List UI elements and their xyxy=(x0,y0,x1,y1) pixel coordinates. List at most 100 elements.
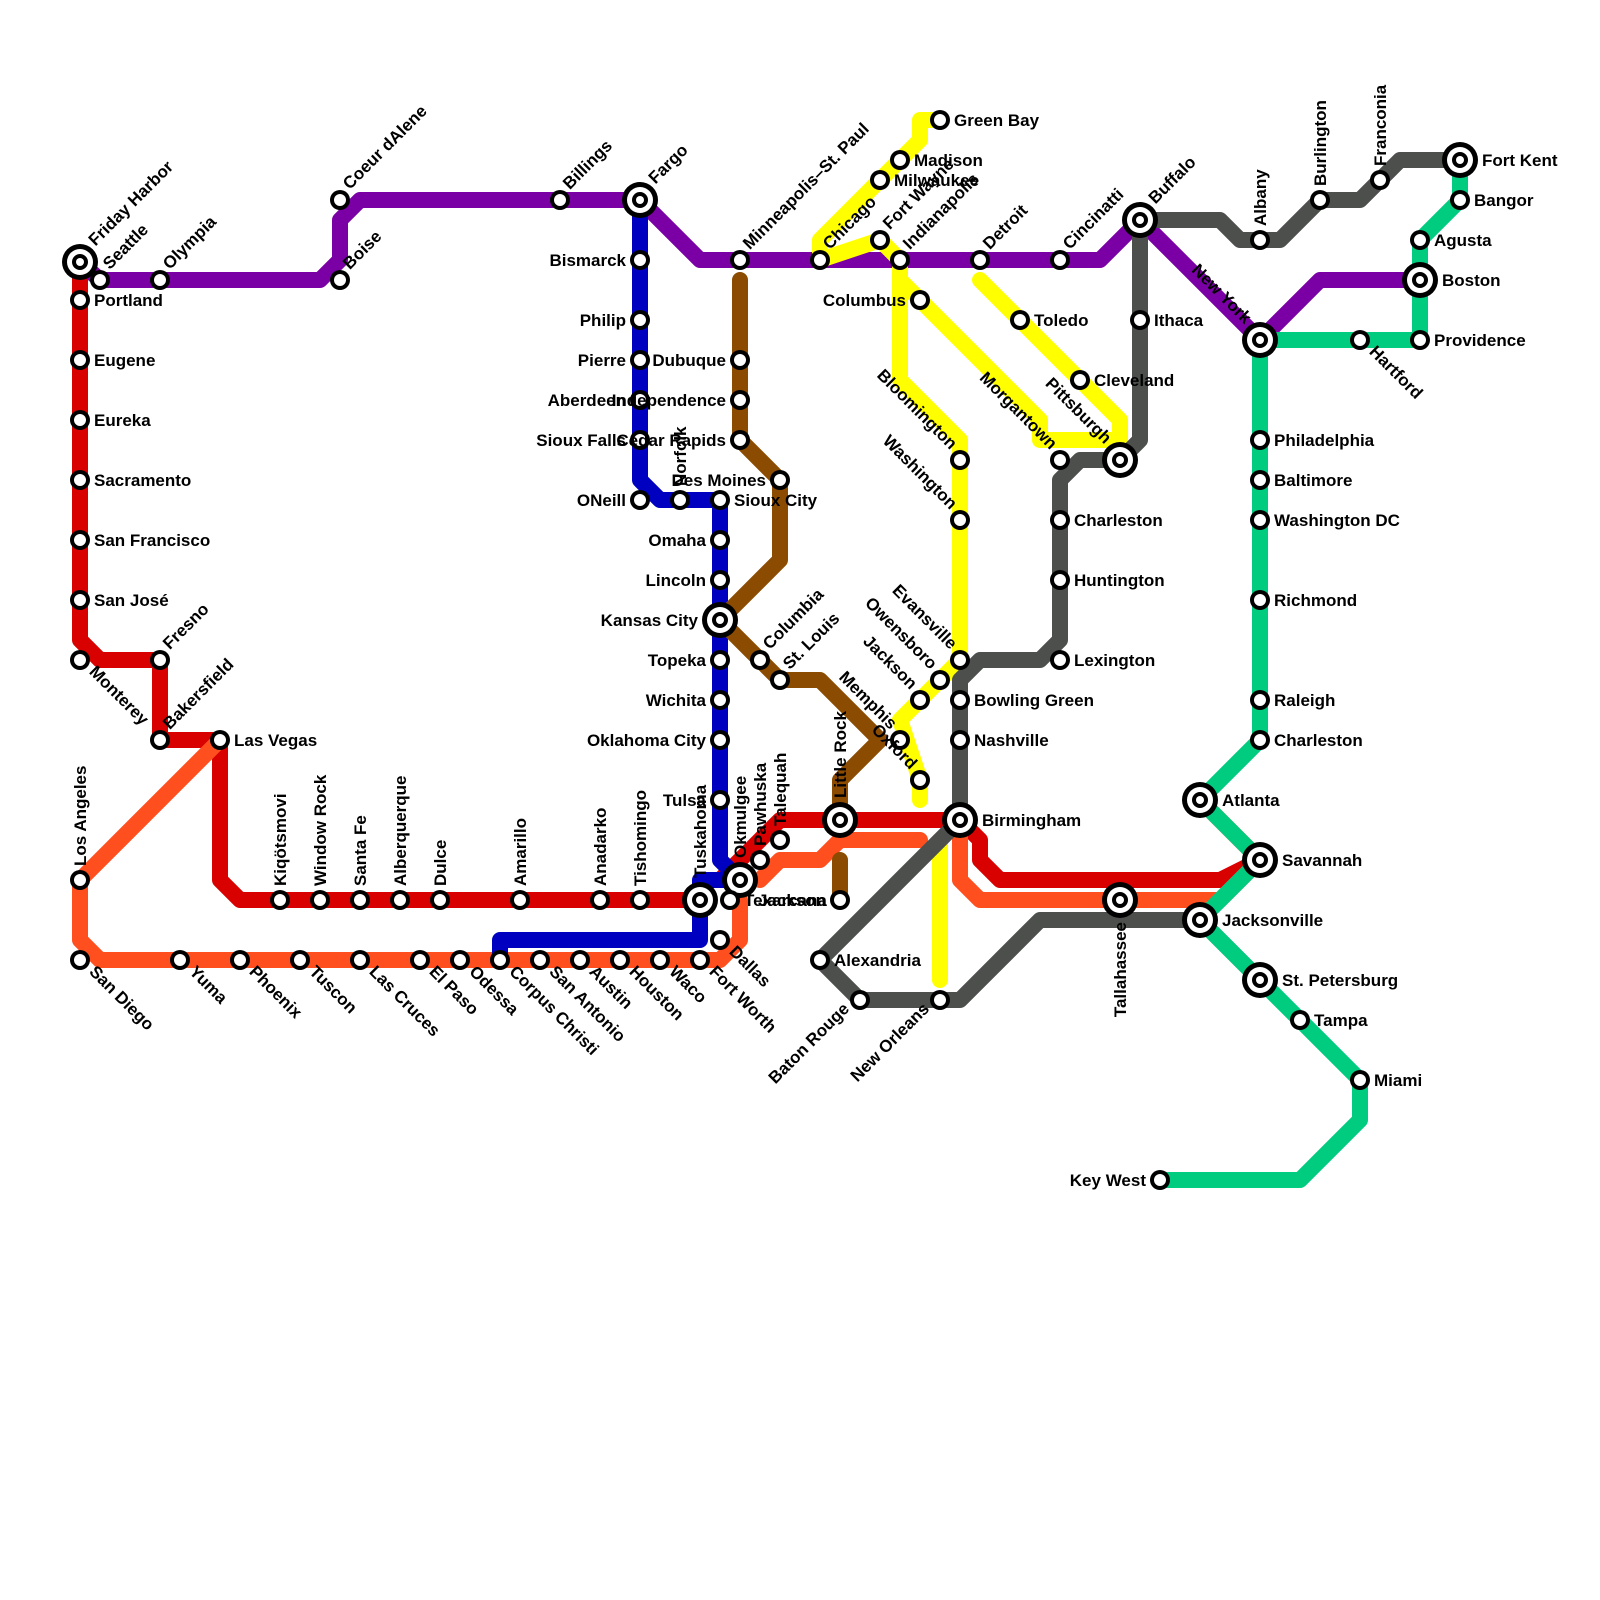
station-wichita[interactable] xyxy=(710,690,730,710)
station-oklahoma-city[interactable] xyxy=(710,730,730,750)
station-pierre[interactable] xyxy=(630,350,650,370)
station-evansville[interactable] xyxy=(950,650,970,670)
station-providence[interactable] xyxy=(1410,330,1430,350)
station-boston[interactable] xyxy=(1402,262,1438,298)
station-tishomingo[interactable] xyxy=(630,890,650,910)
station-oneill[interactable] xyxy=(630,490,650,510)
station-columbus[interactable] xyxy=(910,290,930,310)
station-bloomington[interactable] xyxy=(950,450,970,470)
station-alberquerque[interactable] xyxy=(390,890,410,910)
station-philadelphia[interactable] xyxy=(1250,430,1270,450)
station-boise[interactable] xyxy=(330,270,350,290)
station-tulsa[interactable] xyxy=(710,790,730,810)
station-coeur-dalene[interactable] xyxy=(330,190,350,210)
station-little-rock[interactable] xyxy=(822,802,858,838)
station-austin[interactable] xyxy=(570,950,590,970)
station-dulce[interactable] xyxy=(430,890,450,910)
station-sacramento[interactable] xyxy=(70,470,90,490)
station-fort-kent[interactable] xyxy=(1442,142,1478,178)
station-pawhuska[interactable] xyxy=(750,850,770,870)
station-san-diego[interactable] xyxy=(70,950,90,970)
station-talequah[interactable] xyxy=(770,830,790,850)
station-atlanta[interactable] xyxy=(1182,782,1218,818)
station-seattle[interactable] xyxy=(90,270,110,290)
station-jackson-tn[interactable] xyxy=(910,690,930,710)
station-owensboro[interactable] xyxy=(930,670,950,690)
station-tampa[interactable] xyxy=(1290,1010,1310,1030)
station-sioux-city[interactable] xyxy=(710,490,730,510)
station-philip[interactable] xyxy=(630,310,650,330)
station-agusta[interactable] xyxy=(1410,230,1430,250)
station-st-louis[interactable] xyxy=(770,670,790,690)
station-memphis[interactable] xyxy=(890,730,910,750)
station-fargo[interactable] xyxy=(622,182,658,218)
station-dallas[interactable] xyxy=(710,930,730,950)
station-eugene[interactable] xyxy=(70,350,90,370)
station-odessa[interactable] xyxy=(450,950,470,970)
station-morgantown[interactable] xyxy=(1050,450,1070,470)
station-olympia[interactable] xyxy=(150,270,170,290)
station-monterey[interactable] xyxy=(70,650,90,670)
station-alexandria[interactable] xyxy=(810,950,830,970)
station-franconia[interactable] xyxy=(1370,170,1390,190)
station-tallahassee[interactable] xyxy=(1102,882,1138,918)
station-indianapolis[interactable] xyxy=(890,250,910,270)
station-el-paso[interactable] xyxy=(410,950,430,970)
station-jacksonville[interactable] xyxy=(1182,902,1218,938)
station-charleston-wv[interactable] xyxy=(1050,510,1070,530)
station-madison[interactable] xyxy=(890,150,910,170)
station-albany[interactable] xyxy=(1250,230,1270,250)
station-norfolk[interactable] xyxy=(670,490,690,510)
station-cincinatti[interactable] xyxy=(1050,250,1070,270)
station-savannah[interactable] xyxy=(1242,842,1278,878)
station-portland[interactable] xyxy=(70,290,90,310)
station-key-west[interactable] xyxy=(1150,1170,1170,1190)
station-birmingham[interactable] xyxy=(942,802,978,838)
station-eureka[interactable] xyxy=(70,410,90,430)
station-richmond[interactable] xyxy=(1250,590,1270,610)
station-charleston-sc[interactable] xyxy=(1250,730,1270,750)
station-bismarck[interactable] xyxy=(630,250,650,270)
station-milwaukee[interactable] xyxy=(870,170,890,190)
station-topeka[interactable] xyxy=(710,650,730,670)
station-las-cruces[interactable] xyxy=(350,950,370,970)
station-dubuque[interactable] xyxy=(730,350,750,370)
station-waco[interactable] xyxy=(650,950,670,970)
station-tuscon[interactable] xyxy=(290,950,310,970)
station-new-orleans[interactable] xyxy=(930,990,950,1010)
station-bakersfield[interactable] xyxy=(150,730,170,750)
station-omaha[interactable] xyxy=(710,530,730,550)
station-kansas-city[interactable] xyxy=(702,602,738,638)
station-las-vegas[interactable] xyxy=(210,730,230,750)
station-okmulgee[interactable] xyxy=(722,862,758,898)
station-jackson-ms[interactable] xyxy=(830,890,850,910)
station-san-jose[interactable] xyxy=(70,590,90,610)
station-fort-worth[interactable] xyxy=(690,950,710,970)
station-texarcana[interactable] xyxy=(720,890,740,910)
station-baltimore[interactable] xyxy=(1250,470,1270,490)
station-st-petersburg[interactable] xyxy=(1242,962,1278,998)
station-nashville[interactable] xyxy=(950,730,970,750)
station-huntington[interactable] xyxy=(1050,570,1070,590)
station-cedar-rapids[interactable] xyxy=(730,430,750,450)
station-lincoln[interactable] xyxy=(710,570,730,590)
station-ithaca[interactable] xyxy=(1130,310,1150,330)
station-corpus-christi[interactable] xyxy=(490,950,510,970)
station-bowling-green[interactable] xyxy=(950,690,970,710)
station-san-antonio[interactable] xyxy=(530,950,550,970)
station-anadarko[interactable] xyxy=(590,890,610,910)
station-toledo[interactable] xyxy=(1010,310,1030,330)
station-washington-dc[interactable] xyxy=(1250,510,1270,530)
station-oxford[interactable] xyxy=(910,770,930,790)
station-green-bay[interactable] xyxy=(930,110,950,130)
station-baton-rouge[interactable] xyxy=(850,990,870,1010)
station-burlington[interactable] xyxy=(1310,190,1330,210)
station-bangor[interactable] xyxy=(1450,190,1470,210)
station-santa-fe[interactable] xyxy=(350,890,370,910)
station-los-angeles[interactable] xyxy=(70,870,90,890)
station-amarillo[interactable] xyxy=(510,890,530,910)
station-pittsburgh[interactable] xyxy=(1102,442,1138,478)
station-des-moines[interactable] xyxy=(770,470,790,490)
station-sioux-falls[interactable] xyxy=(630,430,650,450)
station-fort-wayne[interactable] xyxy=(870,230,890,250)
